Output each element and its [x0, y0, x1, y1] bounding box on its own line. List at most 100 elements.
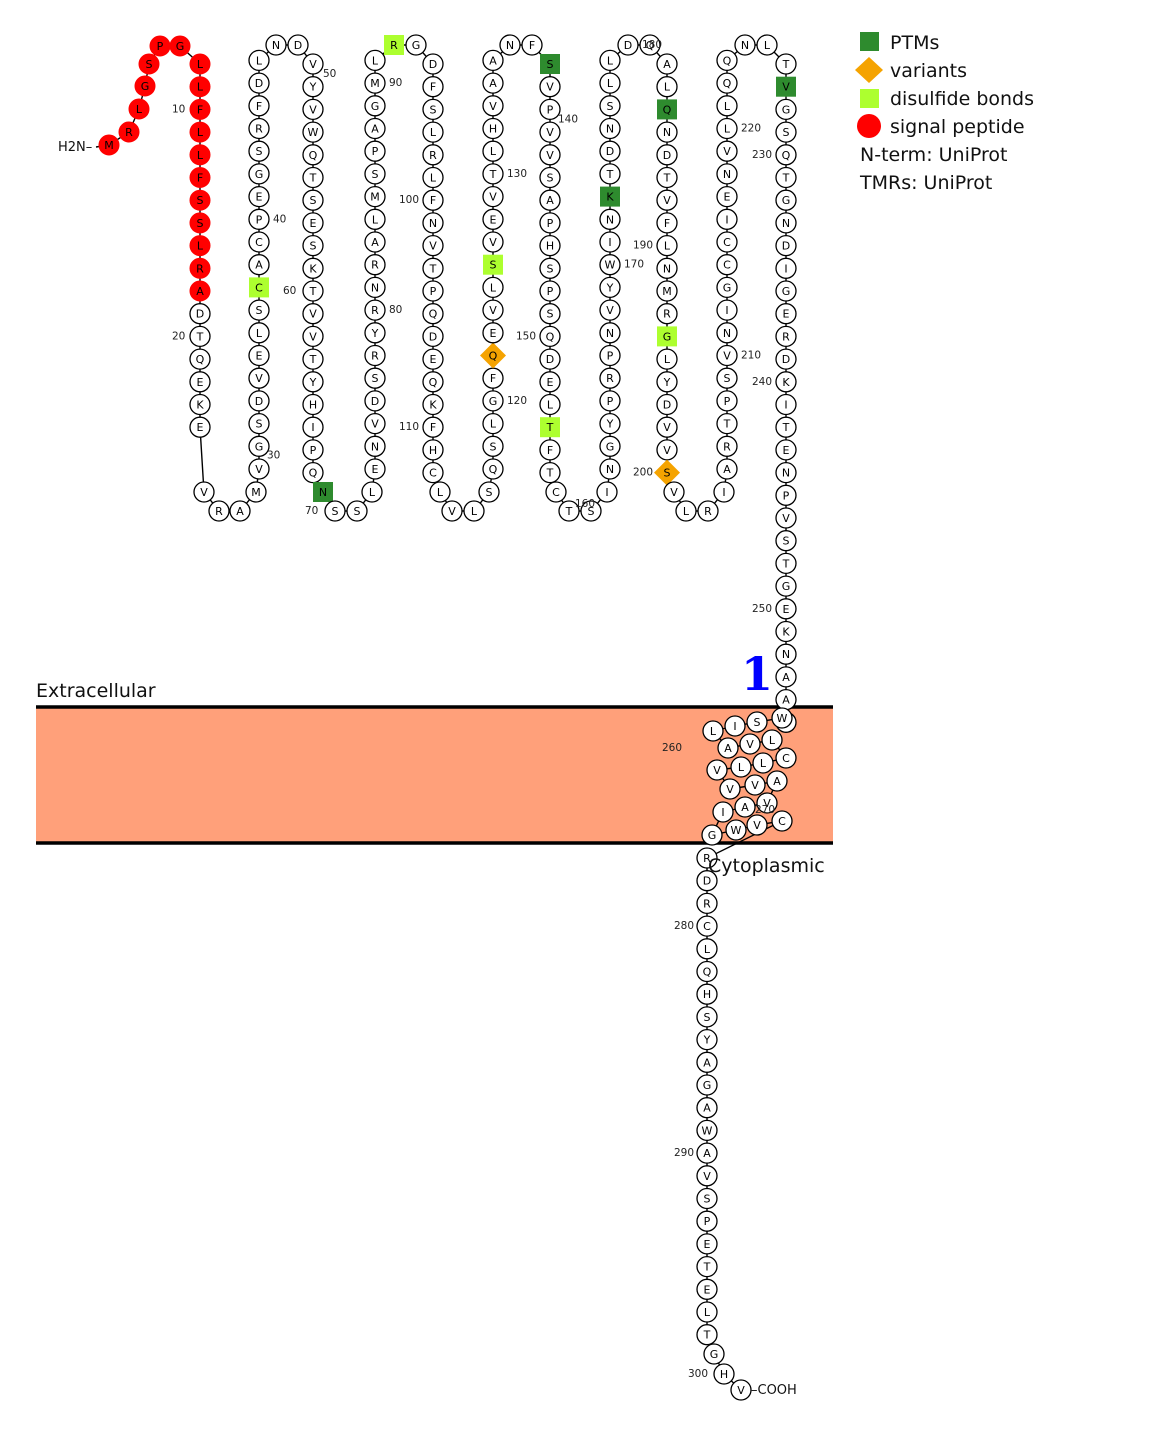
residue-22: E — [189, 371, 211, 393]
residue-293: P — [696, 1210, 718, 1232]
residue-circle — [656, 280, 678, 302]
residue-circle — [775, 98, 797, 121]
residue-200: S — [654, 459, 680, 486]
residue-circle — [499, 34, 521, 56]
residue-letter: E — [490, 213, 497, 226]
residue-letter: A — [255, 259, 263, 272]
residue-circle — [364, 231, 386, 253]
residue-circle — [599, 140, 621, 162]
residue-circle — [716, 185, 738, 208]
residue-201: V — [663, 481, 685, 503]
residue-letter: Q — [309, 467, 318, 480]
residue-letter: G — [723, 281, 732, 294]
residue-number-label: 150 — [516, 330, 536, 342]
residue-circle — [599, 412, 621, 435]
residue-100: F — [422, 189, 444, 211]
residue-circle — [248, 390, 270, 412]
residue-290: A — [696, 1142, 718, 1164]
residue-letter: H — [429, 444, 437, 457]
residue-letter: R — [663, 308, 671, 321]
residue-letter: L — [738, 761, 745, 774]
residue-letter: M — [662, 285, 672, 298]
disulfide-marker — [384, 35, 404, 55]
residue-circle — [656, 121, 678, 143]
residue-letter: P — [157, 40, 164, 53]
residue-letter: V — [309, 103, 317, 116]
residue-70: S — [324, 500, 346, 522]
residue-217: E — [716, 185, 738, 208]
residue-letter: L — [607, 77, 614, 90]
residue-55: T — [302, 166, 324, 189]
residue-letter: D — [196, 308, 204, 321]
residue-circle — [775, 484, 797, 506]
residue-letter: F — [197, 103, 203, 116]
residue-letter: S — [372, 168, 379, 181]
residue-letter: G — [663, 330, 672, 343]
residue-circle — [775, 257, 797, 279]
residue-circle — [364, 163, 386, 185]
residue-3: L — [128, 98, 150, 120]
residue-circle — [599, 254, 621, 276]
residue-249: G — [775, 575, 797, 597]
signal-residue-circle — [134, 75, 156, 97]
residue-105: Q — [422, 303, 444, 325]
residue-circle — [193, 481, 215, 503]
residue-circle — [364, 185, 386, 208]
residue-94: D — [422, 53, 444, 75]
residue-letter: V — [663, 194, 671, 207]
signal-residue-circle — [189, 212, 211, 234]
residue-241: I — [775, 393, 797, 416]
residue-letter: S — [332, 505, 339, 518]
residue-circle — [775, 144, 797, 166]
residue-letter: C — [255, 281, 263, 294]
residue-letter: A — [782, 694, 790, 707]
residue-circle — [422, 234, 444, 257]
residue-141: V — [539, 121, 561, 143]
residue-letter: A — [546, 194, 554, 207]
residue-number-label: 70 — [305, 505, 318, 517]
residue-191: N — [656, 257, 678, 279]
residue-38: A — [248, 254, 270, 276]
signal-residue-circle — [128, 98, 150, 120]
residue-circle — [775, 280, 797, 302]
residue-257: S — [746, 711, 768, 733]
residue-letter: P — [547, 285, 554, 298]
residue-letter: G — [489, 395, 498, 408]
residue-39: C — [248, 231, 270, 253]
residue-circle — [364, 72, 386, 94]
residue-192: M — [656, 280, 678, 302]
residue-letter: T — [565, 505, 573, 518]
residue-277: R — [696, 847, 718, 869]
residue-letter: M — [251, 486, 261, 499]
residue-letter: Q — [429, 308, 438, 321]
residue-123: E — [482, 322, 504, 344]
residue-circle — [775, 212, 797, 234]
residue-letter: T — [196, 330, 204, 343]
residue-circle — [422, 257, 444, 279]
residue-letter: A — [703, 1102, 711, 1115]
disulfide-marker — [540, 417, 560, 438]
residue-letter: E — [783, 444, 790, 457]
residue-circle — [775, 393, 797, 416]
residue-circle — [422, 76, 444, 98]
residue-circle — [364, 208, 386, 230]
residue-letter: V — [448, 505, 456, 518]
residue-letter: V — [255, 463, 263, 476]
residue-letter: T — [703, 1329, 711, 1342]
residue-letter: L — [490, 145, 497, 158]
residue-letter: I — [605, 486, 608, 499]
residue-196: Y — [656, 371, 678, 393]
residue-letter: Q — [429, 376, 438, 389]
residue-circle — [482, 412, 504, 435]
residue-letter: M — [370, 191, 380, 204]
residue-number-label: 220 — [741, 123, 761, 135]
residue-88: A — [364, 117, 386, 140]
residue-87: P — [364, 140, 386, 162]
residue-letter: L — [430, 172, 437, 185]
residue-letter: I — [784, 399, 787, 412]
residue-153: L — [539, 393, 561, 416]
residue-circle — [521, 34, 543, 56]
residue-circle — [545, 481, 567, 503]
residue-circle — [696, 1097, 718, 1119]
residue-circle — [775, 530, 797, 552]
